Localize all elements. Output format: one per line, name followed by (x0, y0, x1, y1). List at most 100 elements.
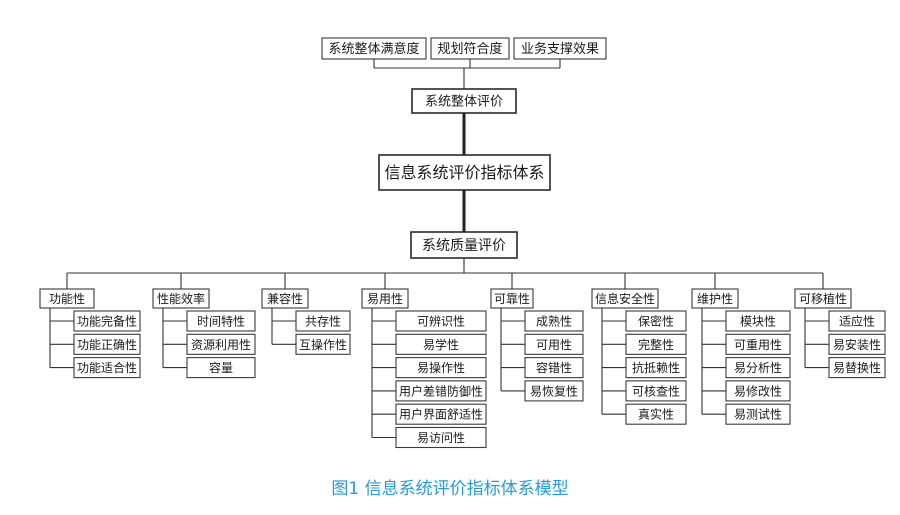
node-label: 可移植性 (799, 291, 847, 306)
node-label: 成熟性 (536, 314, 572, 329)
category-box: 信息安全性 (591, 288, 659, 309)
node-frame (691, 288, 739, 309)
node-frame (395, 380, 487, 402)
node-frame (828, 333, 886, 355)
node-label: 易用性 (367, 292, 403, 306)
node-label: 完整性 (638, 337, 674, 352)
sub-indicator-box: 功能完备性 (73, 310, 141, 332)
category-box: 可移植性 (794, 288, 852, 309)
node-label: 功能性 (49, 292, 85, 306)
node-label: 性能效率 (157, 291, 205, 306)
node-label: 系统整体评价 (425, 95, 503, 110)
node-label: 真实性 (638, 407, 674, 422)
sub-indicator-box: 时间特性 (186, 310, 256, 332)
sub-indicator-box: 易分析性 (725, 357, 791, 379)
node-label: 资源利用性 (191, 338, 251, 352)
node-frame (152, 288, 210, 309)
node-frame (395, 426, 487, 449)
node-label: 保密性 (638, 314, 674, 329)
sub-indicator-box: 用户差错防御性 (395, 380, 487, 402)
top-indicator-box: 业务支撑效果 (513, 37, 607, 60)
sub-indicator-box: 用户界面舒适性 (395, 403, 487, 425)
sub-indicator-box: 易替换性 (828, 357, 886, 379)
sub-indicator-box: 成熟性 (524, 310, 584, 332)
node-label: 系统质量评价 (422, 238, 506, 254)
node-label: 易访问性 (417, 431, 465, 445)
node-frame (186, 310, 256, 332)
node-label: 容错性 (536, 360, 572, 375)
sub-indicator-box: 可用性 (524, 333, 584, 355)
node-label: 维护性 (697, 292, 733, 306)
sub-indicator-box: 共存性 (295, 310, 351, 332)
node-frame (73, 357, 141, 379)
sub-indicator-box: 模块性 (725, 310, 791, 332)
sub-indicator-box: 易安装性 (828, 333, 886, 355)
node-frame (186, 357, 256, 379)
node-label: 信息安全性 (595, 291, 655, 306)
overall-eval-box: 系统整体评价 (411, 88, 517, 114)
node-label: 易分析性 (734, 361, 782, 375)
node-frame (524, 357, 584, 379)
category-box: 维护性 (691, 288, 739, 309)
node-frame (725, 333, 791, 355)
node-frame (828, 357, 886, 379)
node-frame (725, 403, 791, 425)
node-label: 适应性 (839, 314, 875, 329)
node-frame (794, 288, 852, 309)
sub-indicator-box: 抗抵赖性 (625, 357, 687, 379)
node-frame (261, 288, 309, 309)
category-box: 易用性 (361, 288, 409, 309)
quality-eval-box: 系统质量评价 (410, 231, 518, 259)
node-label: 共存性 (305, 315, 341, 329)
node-frame (625, 310, 687, 332)
node-frame (524, 333, 584, 355)
node-label: 兼容性 (267, 291, 303, 306)
node-frame (295, 310, 351, 332)
node-frame (490, 288, 534, 309)
node-label: 信息系统评价指标体系 (384, 163, 544, 182)
figure-caption: 图1 信息系统评价指标体系模型 (331, 479, 569, 499)
category-box: 兼容性 (261, 288, 309, 309)
node-label: 易安装性 (833, 337, 881, 352)
node-label: 易修改性 (734, 383, 782, 398)
sub-indicator-box: 功能适合性 (73, 357, 141, 379)
node-label: 易学性 (423, 337, 459, 352)
sub-indicator-box: 易访问性 (395, 426, 487, 449)
node-label: 功能完备性 (77, 314, 137, 329)
top-indicator-box: 规划符合度 (430, 37, 510, 60)
node-label: 规划符合度 (437, 41, 502, 57)
node-frame (39, 288, 95, 309)
node-frame (725, 380, 791, 402)
sub-indicator-box: 易操作性 (395, 357, 487, 379)
sub-indicator-box: 易修改性 (725, 380, 791, 402)
node-frame (361, 288, 409, 309)
sub-indicator-box: 容错性 (524, 357, 584, 379)
root-box: 信息系统评价指标体系 (378, 154, 551, 191)
sub-indicator-box: 真实性 (625, 403, 687, 425)
category-box: 性能效率 (152, 288, 210, 309)
sub-indicator-box: 易测试性 (725, 403, 791, 425)
sub-indicator-box: 保密性 (625, 310, 687, 332)
node-frame (524, 380, 584, 402)
category-box: 功能性 (39, 288, 95, 309)
node-label: 模块性 (740, 315, 776, 329)
node-label: 易恢复性 (530, 384, 578, 398)
sub-indicator-box: 完整性 (625, 333, 687, 355)
node-frame (725, 357, 791, 379)
node-frame (395, 310, 487, 332)
node-label: 抗抵赖性 (632, 360, 680, 375)
node-frame (73, 310, 141, 332)
node-frame (524, 310, 584, 332)
node-label: 功能适合性 (77, 360, 137, 375)
node-frame (828, 310, 886, 332)
node-label: 可辨识性 (417, 315, 465, 329)
sub-indicator-box: 可核查性 (625, 380, 687, 402)
node-label: 用户差错防御性 (399, 383, 483, 398)
node-frame (295, 333, 351, 355)
node-frame (395, 403, 487, 425)
sub-indicator-box: 可辨识性 (395, 310, 487, 332)
node-label: 时间特性 (197, 314, 245, 329)
node-label: 容量 (209, 360, 233, 375)
node-label: 可核查性 (632, 384, 680, 398)
